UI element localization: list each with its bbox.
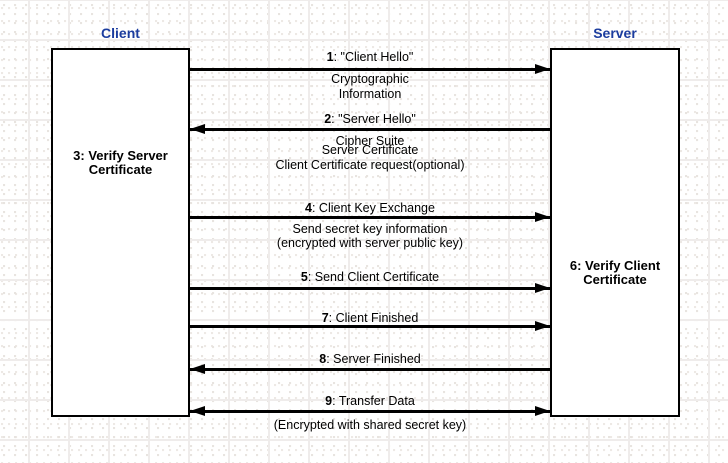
message-2-subline-3: Client Certificate request(optional) [275,158,465,172]
arrowhead-right-icon [535,406,550,416]
client-note-line-1: 3: Verify Server [73,148,168,163]
message-4-number: 4 [305,201,312,215]
message-9-number: 9 [325,394,333,408]
client-actor-label: Client [101,25,140,41]
message-7-number: 7 [321,311,329,325]
message-2-subline-2: Server Certificate [321,143,419,157]
client-note-line-2: Certificate [88,162,153,177]
message-1-number: 1 [326,50,334,64]
message-4-subline-2: (encrypted with server public key) [276,236,464,250]
message-8-text: : Server Finished [326,352,421,366]
message-9-arrow [190,406,550,416]
message-9-text: : Transfer Data [332,394,415,408]
message-1-text: : "Client Hello" [333,50,414,64]
message-9-subline-1: (Encrypted with shared secret key) [273,418,467,432]
message-5-number: 5 [300,270,308,284]
message-4-arrow [190,212,550,222]
arrowhead-right-icon [535,283,550,293]
message-2-number: 2 [324,112,332,126]
message-1-subline-2: Information [338,87,402,101]
arrowhead-right-icon [535,321,550,331]
message-1-label: 1: "Client Hello" [190,50,550,64]
server-lifeline-box [550,48,680,417]
message-8-label: 8: Server Finished [190,352,550,366]
message-1-arrow [190,64,550,74]
message-7-arrow [190,321,550,331]
arrowhead-right-icon [535,64,550,74]
server-note-line-2: Certificate [583,272,647,287]
message-2-label: 2: "Server Hello" [190,112,550,126]
message-9-label: 9: Transfer Data [190,394,550,408]
message-2-text: : "Server Hello" [331,112,416,126]
arrowhead-left-icon [190,124,205,134]
arrowhead-left-icon [190,364,205,374]
server-actor-label: Server [593,25,637,41]
message-8-number: 8 [319,352,327,366]
client-note-verify-server-certificate: 3: Verify Server Certificate [53,149,188,177]
message-4-subline-1: Send secret key information [292,222,448,236]
message-2-arrow [190,124,550,134]
message-2-subline-1: Cipher Suite [335,134,405,148]
message-1-subline-1: Cryptographic [331,72,409,86]
arrowhead-right-icon [535,212,550,222]
message-7-text: : Client Finished [328,311,419,325]
client-lifeline-box [51,48,190,417]
server-note-verify-client-certificate: 6: Verify Client Certificate [552,259,678,287]
arrowhead-left-icon [190,406,205,416]
server-note-line-1: 6: Verify Client [569,258,661,273]
message-5-label: 5: Send Client Certificate [190,270,550,284]
message-5-text: : Send Client Certificate [307,270,440,284]
message-5-arrow [190,283,550,293]
message-4-text: : Client Key Exchange [311,201,435,215]
message-8-arrow [190,364,550,374]
message-4-label: 4: Client Key Exchange [190,201,550,215]
message-7-label: 7: Client Finished [190,311,550,325]
